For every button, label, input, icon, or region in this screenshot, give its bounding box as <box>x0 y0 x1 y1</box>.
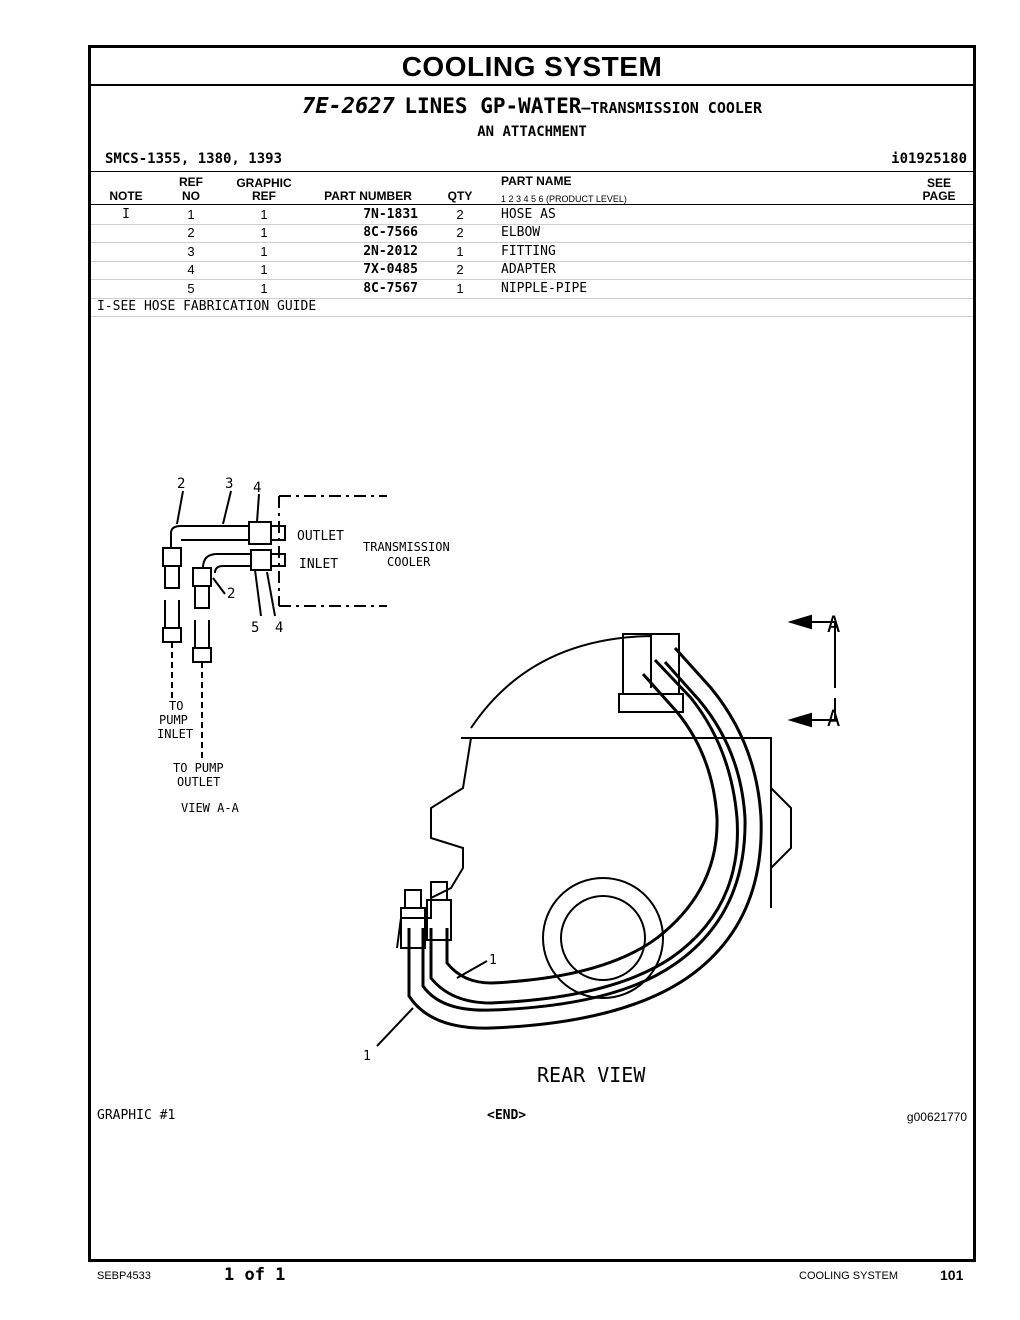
inlet-nipple <box>270 553 286 567</box>
col-ref-bottom: NO <box>182 189 200 203</box>
col-ref-top: REF <box>179 175 203 189</box>
bottom-fitting-right <box>426 899 452 941</box>
housing-body <box>461 737 772 908</box>
housing-left-profile <box>396 737 472 949</box>
callout-4b: 4 <box>275 620 283 636</box>
parts-illustration: 2 3 4 2 5 4 OUTLET INLET TRANSMISSION CO… <box>157 476 840 1087</box>
outlet-nipple <box>270 525 286 541</box>
group-title: 7E-2627 LINES GP-WATER—TRANSMISSION COOL… <box>91 94 973 119</box>
hose-fitting-left-bottom <box>162 627 182 643</box>
view-aa-label: VIEW A-A <box>181 801 240 815</box>
col-part-name: PART NAME <box>501 174 572 188</box>
hose-outer <box>429 658 739 1005</box>
callout-3: 3 <box>225 476 233 492</box>
table-footnote: I-SEE HOSE FABRICATION GUIDE <box>97 299 317 314</box>
hose-fitting-right-bottom <box>192 647 212 663</box>
to-pump-inlet-3: INLET <box>157 727 193 741</box>
housing-top-curve <box>470 634 652 729</box>
group-number: 7E-2627 <box>302 94 395 119</box>
inlet-pipe <box>202 553 251 569</box>
group-description: —TRANSMISSION COOLER <box>581 99 762 117</box>
footer-page-of: 1 of 1 <box>224 1265 286 1285</box>
transmission-label: TRANSMISSION <box>363 540 450 554</box>
to-pump-outlet-1: TO PUMP <box>173 761 224 775</box>
inlet-adapter <box>250 549 272 571</box>
graphic-label: GRAPHIC #1 <box>97 1108 176 1123</box>
graphic-id: g00621770 <box>906 1110 967 1124</box>
rear-view-label: REAR VIEW <box>537 1063 646 1087</box>
col-graphic-top: GRAPHIC <box>236 176 292 190</box>
end-mark: <END> <box>487 1108 527 1123</box>
callout-2b: 2 <box>227 586 235 602</box>
smcs-codes: SMCS-1355, 1380, 1393 <box>105 151 283 167</box>
section-a-bottom: A <box>827 707 840 732</box>
to-pump-inlet-1: TO <box>169 699 183 713</box>
product-levels: 1 2 3 4 5 6 (PRODUCT LEVEL) <box>501 194 627 204</box>
callout-1-rear-b: 1 <box>363 1049 371 1064</box>
to-pump-inlet-2: PUMP <box>159 713 188 727</box>
table-top-rule <box>91 171 973 172</box>
hose-fitting-left-top <box>162 547 182 567</box>
table-header-rule <box>91 204 973 205</box>
hose-inner <box>407 646 763 1030</box>
inlet-label: INLET <box>299 557 338 572</box>
col-see-top: SEE <box>926 176 951 190</box>
page-title: COOLING SYSTEM <box>91 48 973 86</box>
col-part-number: PART NUMBER <box>324 189 412 203</box>
callout-4: 4 <box>253 480 261 496</box>
footer-doc-number: SEBP4533 <box>97 1270 151 1282</box>
col-qty: QTY <box>447 189 473 203</box>
bottom-fitting-left <box>400 907 426 949</box>
attachment-label: AN ATTACHMENT <box>477 124 587 140</box>
footer-page-number: 101 <box>940 1267 964 1283</box>
page-frame: COOLING SYSTEM 7E-2627 LINES GP-WATER—TR… <box>88 45 976 1262</box>
footer-section: COOLING SYSTEM <box>799 1270 899 1282</box>
outlet-pipe <box>170 525 249 548</box>
to-pump-outlet-2: OUTLET <box>177 775 220 789</box>
illustration-id: i01925180 <box>891 151 967 167</box>
col-graphic-bottom: REF <box>252 189 276 203</box>
section-a-top: A <box>827 613 840 638</box>
col-see-bottom: PAGE <box>922 189 956 203</box>
outlet-adapter <box>248 521 272 545</box>
callout-1-rear: 1 <box>489 953 497 968</box>
group-lines: LINES GP-WATER <box>404 94 582 118</box>
cooler-label: COOLER <box>387 555 431 569</box>
hose-fitting-right-top <box>192 567 212 587</box>
callout-5: 5 <box>251 620 259 636</box>
housing-boss <box>542 877 664 999</box>
callout-2: 2 <box>177 476 185 492</box>
outlet-label: OUTLET <box>297 529 344 544</box>
col-note: NOTE <box>109 189 143 203</box>
